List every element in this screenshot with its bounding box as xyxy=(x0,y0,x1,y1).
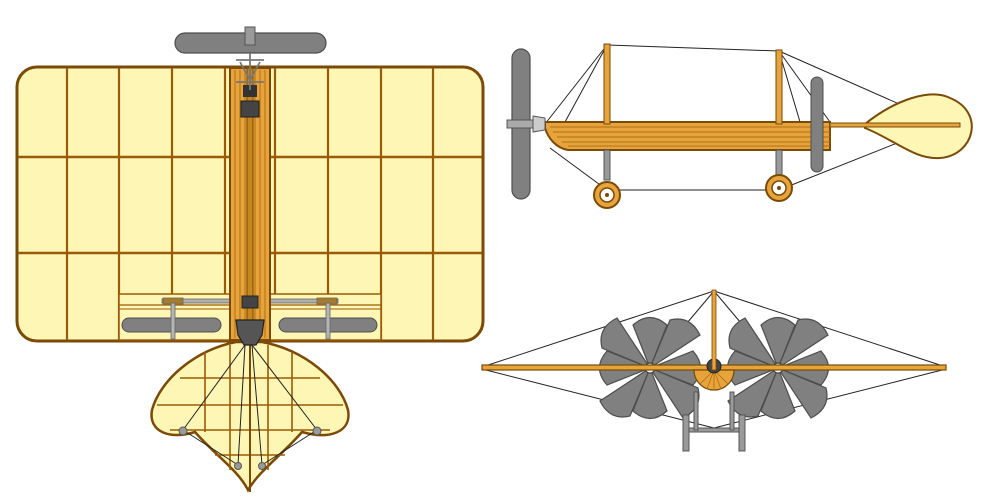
propeller-icon xyxy=(174,26,327,90)
front-wheel xyxy=(593,181,621,209)
engine-block-front xyxy=(243,85,257,97)
front-mast xyxy=(711,289,717,371)
engine-mount xyxy=(236,53,264,90)
propeller-front-right xyxy=(726,316,830,420)
wing-icon xyxy=(15,65,485,343)
tail-boom xyxy=(829,122,961,128)
side-view xyxy=(506,43,973,209)
rudder-horn-right xyxy=(258,462,266,470)
rudder-horn-left xyxy=(234,462,242,470)
fuselage-icon xyxy=(229,67,271,346)
propeller-side xyxy=(506,48,546,200)
tailplane-icon xyxy=(150,340,350,493)
tail-rigging-wires xyxy=(182,344,318,466)
propeller-hub xyxy=(244,26,256,46)
landing-gear-front xyxy=(682,391,746,452)
landing-gear-icon xyxy=(593,149,793,209)
tail-joint xyxy=(235,319,265,346)
rear-wheel xyxy=(765,174,793,202)
rigging-wire-icon xyxy=(544,44,941,191)
radiator-side xyxy=(810,76,824,173)
front-view xyxy=(481,289,947,452)
propeller-front-left xyxy=(598,316,702,420)
tail-control-horn-left xyxy=(178,426,188,436)
front-cabane-strut xyxy=(603,43,611,125)
tail-control-horn-right xyxy=(312,426,322,436)
rear-cabane-strut xyxy=(775,49,783,125)
engine-block-rear xyxy=(240,100,260,118)
seat-block xyxy=(241,295,259,309)
top-view xyxy=(15,26,485,493)
